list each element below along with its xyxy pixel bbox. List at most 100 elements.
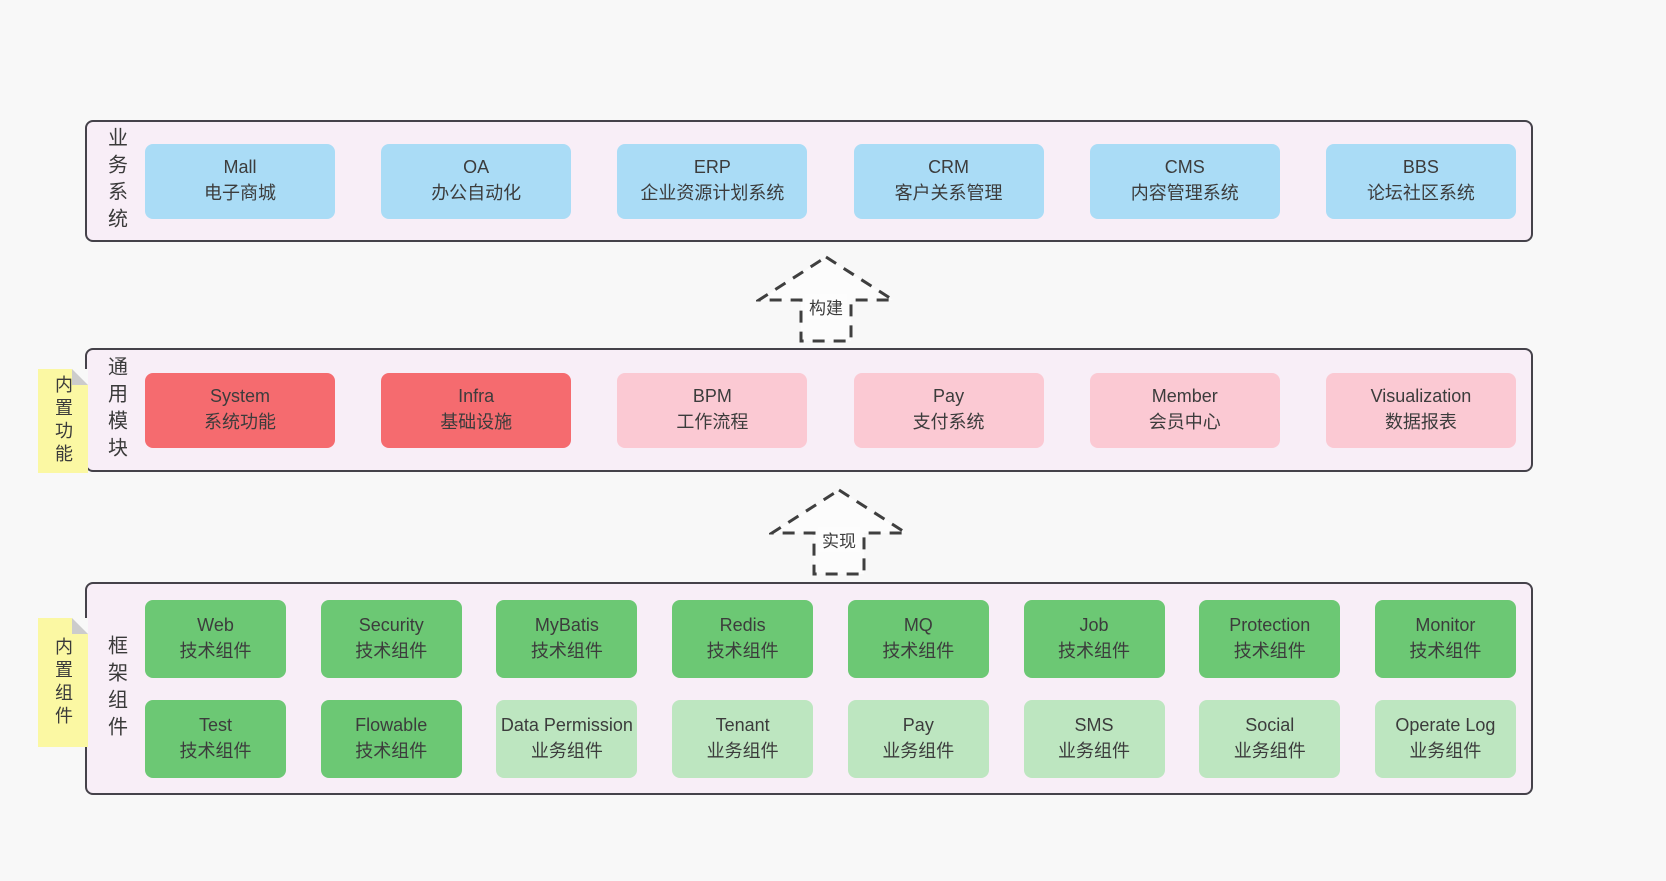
box-subtitle: 论坛社区系统 <box>1366 183 1475 203</box>
box-subtitle: 业务组件 <box>1409 740 1482 761</box>
box-subtitle: 基础设施 <box>440 412 513 432</box>
box-protection: Protection 技术组件 <box>1199 599 1341 678</box>
box-job: Job 技术组件 <box>1023 599 1165 678</box>
box-pay: Pay 支付系统 <box>853 372 1044 448</box>
layer-label-components: 框架组件 <box>87 584 145 793</box>
box-flowable: Flowable 技术组件 <box>320 699 462 778</box>
box-title: Social <box>1245 714 1295 735</box>
box-title: Monitor <box>1415 614 1476 635</box>
box-subtitle: 系统功能 <box>204 412 276 432</box>
box-title: Flowable <box>355 714 428 735</box>
box-title: Visualization <box>1370 386 1472 407</box>
box-subtitle: 技术组件 <box>179 740 252 761</box>
box-tenant: Tenant 业务组件 <box>672 699 814 778</box>
box-title: CRM <box>928 157 970 178</box>
box-title: Pay <box>902 714 934 735</box>
layer-label-business: 业务系统 <box>87 122 145 240</box>
box-title: OA <box>463 157 490 178</box>
box-subtitle: 业务组件 <box>1058 740 1131 761</box>
box-subtitle: 业务组件 <box>530 740 603 761</box>
layer-label-modules: 通用模块 <box>87 350 145 470</box>
box-sms: SMS 业务组件 <box>1023 699 1165 778</box>
arrow-build: 构建 <box>756 254 896 344</box>
box-subtitle: 工作流程 <box>676 412 749 432</box>
layer-common-modules: 通用模块 System 系统功能 Infra 基础设施 BPM 工作流程 Pay… <box>85 348 1533 472</box>
box-redis: Redis 技术组件 <box>672 599 814 678</box>
box-subtitle: 技术组件 <box>1233 640 1306 661</box>
box-title: Infra <box>458 386 495 407</box>
box-subtitle: 技术组件 <box>355 740 428 761</box>
box-subtitle: 客户关系管理 <box>894 183 1003 203</box>
layer-business-content: Mall 电子商城 OA 办公自动化 ERP 企业资源计划系统 CRM 客户关系… <box>145 122 1531 240</box>
components-row-2: Test 技术组件 Flowable 技术组件 Data Permission … <box>145 699 1516 778</box>
box-subtitle: 支付系统 <box>912 412 985 432</box>
box-title: Protection <box>1229 614 1311 635</box>
components-row-1: Web 技术组件 Security 技术组件 MyBatis 技术组件 Redi… <box>145 599 1516 678</box>
box-visualization: Visualization 数据报表 <box>1325 372 1516 448</box>
sticky-note-builtin-features: 内置功能 <box>38 369 88 473</box>
box-title: MQ <box>903 614 933 635</box>
box-subtitle: 业务组件 <box>882 740 955 761</box>
sticky-note-text: 内置功能 <box>53 375 73 467</box>
layer-components-content: Web 技术组件 Security 技术组件 MyBatis 技术组件 Redi… <box>145 584 1531 793</box>
box-subtitle: 办公自动化 <box>431 183 522 203</box>
box-oa: OA 办公自动化 <box>381 143 572 219</box>
box-operate-log: Operate Log 业务组件 <box>1374 699 1516 778</box>
arrow-implement-label: 实现 <box>818 527 860 552</box>
box-subtitle: 技术组件 <box>530 640 603 661</box>
layer-framework-components: 框架组件 Web 技术组件 Security 技术组件 MyBatis 技术组件… <box>85 582 1533 795</box>
box-erp: ERP 企业资源计划系统 <box>617 143 808 219</box>
box-crm: CRM 客户关系管理 <box>853 143 1044 219</box>
box-title: Test <box>198 714 232 735</box>
layer-label-text: 业务系统 <box>104 127 127 235</box>
box-subtitle: 技术组件 <box>1409 640 1482 661</box>
box-title: BPM <box>692 386 732 407</box>
box-test: Test 技术组件 <box>145 699 286 778</box>
box-bbs: BBS 论坛社区系统 <box>1325 143 1516 219</box>
box-subtitle: 会员中心 <box>1148 412 1221 432</box>
box-title: Mall <box>223 157 257 178</box>
box-system: System 系统功能 <box>145 372 335 448</box>
box-subtitle: 业务组件 <box>706 740 779 761</box>
box-title: Data Permission <box>500 714 633 735</box>
box-subtitle: 技术组件 <box>706 640 779 661</box>
box-subtitle: 内容管理系统 <box>1130 183 1239 203</box>
sticky-note-text: 内置组件 <box>53 636 73 729</box>
box-subtitle: 技术组件 <box>355 640 428 661</box>
layer-modules-content: System 系统功能 Infra 基础设施 BPM 工作流程 Pay 支付系统… <box>145 350 1531 470</box>
box-web: Web 技术组件 <box>145 599 286 678</box>
box-title: Member <box>1151 386 1218 407</box>
box-subtitle: 技术组件 <box>882 640 955 661</box>
box-title: CMS <box>1164 157 1205 178</box>
box-title: BBS <box>1402 157 1439 178</box>
box-mall: Mall 电子商城 <box>145 143 335 219</box>
arrow-build-label: 构建 <box>805 294 847 319</box>
box-title: Web <box>197 614 234 635</box>
box-member: Member 会员中心 <box>1089 372 1280 448</box>
box-title: ERP <box>693 157 731 178</box>
box-bpm: BPM 工作流程 <box>617 372 808 448</box>
box-subtitle: 技术组件 <box>179 640 252 661</box>
box-title: Tenant <box>715 714 770 735</box>
box-subtitle: 技术组件 <box>1058 640 1131 661</box>
box-monitor: Monitor 技术组件 <box>1374 599 1516 678</box>
box-title: SMS <box>1074 714 1114 735</box>
box-cms: CMS 内容管理系统 <box>1089 143 1280 219</box>
box-title: Job <box>1079 614 1109 635</box>
box-title: System <box>209 386 270 407</box>
box-subtitle: 企业资源计划系统 <box>640 183 785 203</box>
box-security: Security 技术组件 <box>320 599 462 678</box>
box-subtitle: 数据报表 <box>1384 412 1457 432</box>
layer-label-text: 框架组件 <box>104 634 127 743</box>
box-title: Redis <box>719 614 766 635</box>
box-subtitle: 电子商城 <box>204 183 276 203</box>
layer-label-text: 通用模块 <box>104 356 127 464</box>
box-title: Security <box>358 614 424 635</box>
layer-business-systems: 业务系统 Mall 电子商城 OA 办公自动化 ERP 企业资源计划系统 CRM… <box>85 120 1533 242</box>
sticky-note-builtin-components: 内置组件 <box>38 618 88 747</box>
box-title: Pay <box>933 386 965 407</box>
box-mq: MQ 技术组件 <box>847 599 989 678</box>
box-mybatis: MyBatis 技术组件 <box>496 599 638 678</box>
box-data-permission: Data Permission 业务组件 <box>496 699 638 778</box>
